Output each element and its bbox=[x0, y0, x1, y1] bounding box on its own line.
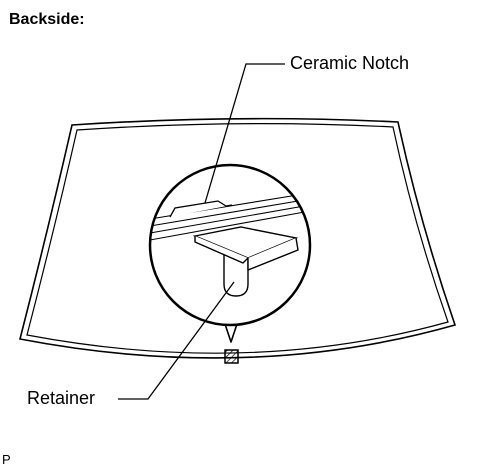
retainer-plate-edge bbox=[194, 236, 299, 271]
windshield-inner-edge bbox=[26, 123, 449, 354]
retainer-label: Retainer bbox=[27, 388, 96, 408]
magnifier-callout bbox=[224, 323, 238, 343]
ceramic-notch-leader bbox=[204, 63, 285, 204]
magnified-detail bbox=[150, 192, 310, 297]
retainer-marker bbox=[224, 349, 239, 364]
ceramic-notch bbox=[169, 200, 233, 218]
ceramic-notch-label: Ceramic Notch bbox=[290, 53, 410, 73]
figure-code: P bbox=[2, 452, 11, 467]
figure-title: Backside: bbox=[9, 11, 85, 28]
windshield-outer-edge bbox=[19, 117, 457, 359]
retainer-leader bbox=[118, 281, 235, 400]
retainer-tongue bbox=[223, 255, 249, 297]
glass-edge-lines bbox=[150, 192, 310, 241]
